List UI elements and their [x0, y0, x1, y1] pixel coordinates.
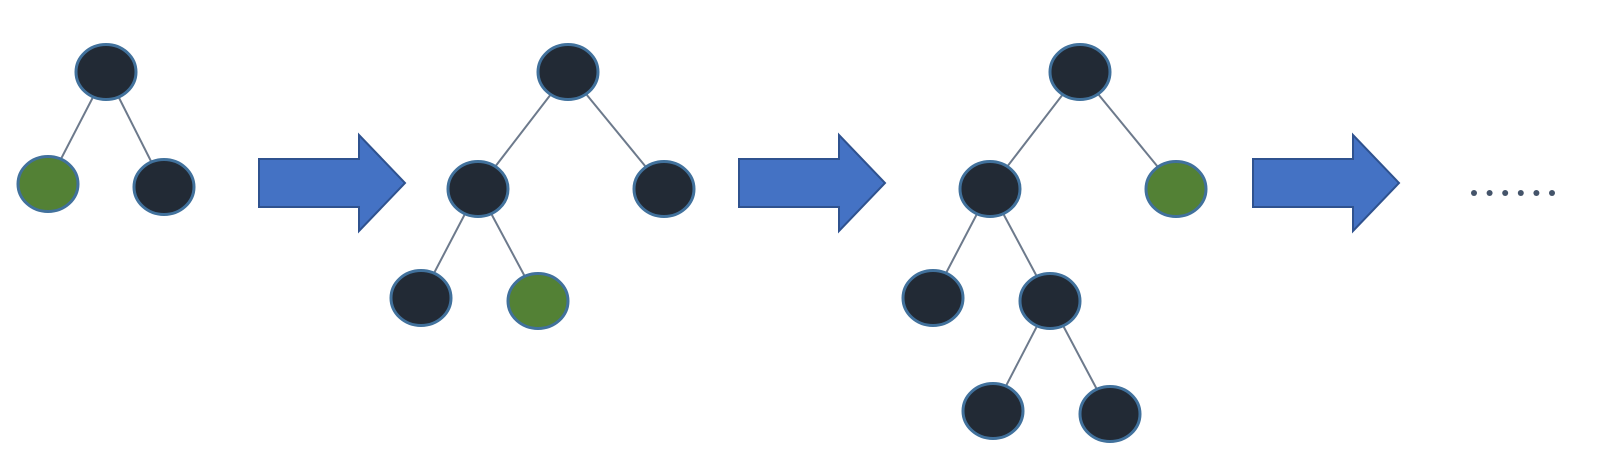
- ellipsis-dot-4: [1517, 190, 1524, 196]
- tree-stage-2-node-left-left-grandchild: [389, 269, 453, 327]
- ellipsis-dot-3: [1502, 190, 1509, 196]
- ellipsis-dot-1: [1471, 190, 1477, 196]
- tree-stage-2-node-root: [536, 43, 600, 101]
- tree-stage-1-node-right-child: [132, 158, 196, 216]
- tree-stage-3-node-left-right-grandchild: [1018, 272, 1082, 330]
- nodes-layer: [16, 43, 1208, 443]
- arrow-1-right-arrow: [258, 132, 407, 234]
- arrow-2-right-arrow: [738, 132, 887, 234]
- tree-stage-3-node-great-grandchild-left: [961, 382, 1025, 440]
- tree-stage-3-node-right-child-highlighted: [1144, 160, 1208, 218]
- ellipsis-dot-6: [1549, 190, 1555, 196]
- tree-stage-2-node-right-child: [632, 160, 696, 218]
- tree-stage-1-node-left-child-highlighted: [16, 155, 80, 213]
- ellipsis-dot-2: [1486, 190, 1493, 196]
- ellipsis: [1471, 190, 1555, 196]
- tree-stage-1-node-root: [74, 43, 138, 101]
- arrows-layer: [258, 132, 1401, 234]
- arrow-3-right-arrow: [1252, 132, 1401, 234]
- tree-stage-3-node-root: [1048, 43, 1112, 101]
- tree-stage-3-node-left-child: [958, 160, 1022, 218]
- tree-stage-3-node-great-grandchild-right: [1078, 385, 1142, 443]
- tree-stage-2-node-left-right-grandchild-highlighted: [506, 272, 570, 330]
- tree-stage-3-node-left-left-grandchild: [901, 269, 965, 327]
- edges-layer: [47, 71, 1177, 415]
- tree-stage-2-node-left-child: [446, 160, 510, 218]
- ellipsis-dot-5: [1533, 190, 1540, 196]
